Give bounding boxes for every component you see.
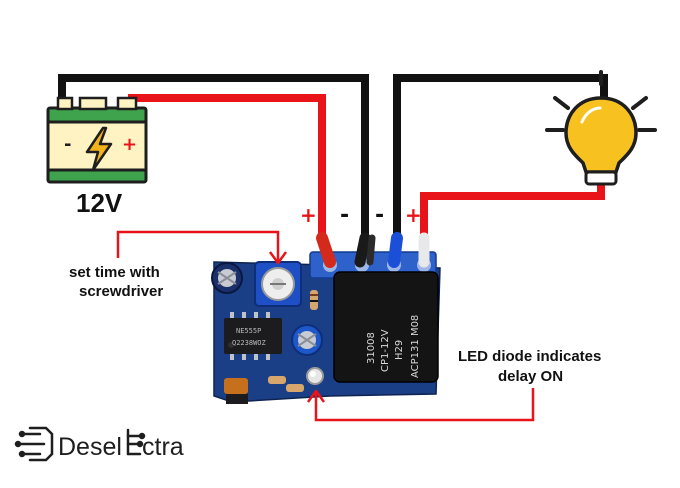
battery-voltage-label: 12V [76,188,123,218]
light-bulb [545,70,657,186]
relay-text-3: H29 [394,340,405,360]
capacitor-top [211,262,243,294]
bulb-negative-wire [393,74,608,238]
led-pointer [306,388,535,422]
relay-text-4: ACP131 M08 [410,315,421,378]
battery-negative-wire [58,74,369,238]
logo-text-end: ctra [142,433,184,461]
trimmer-potentiometer [254,261,302,307]
timer-relay-module: NE555P Q2238WOZ 31008 CP1-12V H29 A [211,232,441,404]
battery: - + [46,96,148,184]
ic-label-1: NE555P [236,327,261,335]
battery-plus-sign: + [122,134,137,155]
logo-e-circuit-glyph [126,428,146,456]
screwdriver-annotation-line1: set time with [69,264,160,281]
module-wires [316,232,430,268]
ic-chip: NE555P Q2238WOZ [224,312,282,360]
relay-text-1: 31008 [366,332,377,364]
terminal-plus-2: + [405,203,422,227]
light-rays [545,70,657,132]
transistor [224,378,248,404]
screwdriver-pointer [116,230,288,265]
ic-label-2: Q2238WOZ [232,339,266,347]
bulb-positive-wire [420,180,605,238]
relay-text-2: CP1-12V [380,329,391,372]
battery-positive-wire [128,94,326,238]
circuit-chip-icon [14,426,54,462]
led-annotation-line1: LED diode indicates [458,348,601,365]
terminal-minus-1: - [340,203,349,228]
lightning-bolt-icon [85,126,113,172]
led-indicator [306,367,324,385]
terminal-minus-2: - [375,203,384,228]
capacitor-middle [291,324,323,356]
bulb-base [584,170,618,186]
logo-text-start: Desel [58,433,122,461]
battery-minus-sign: - [64,134,71,155]
relay: 31008 CP1-12V H29 ACP131 M08 [333,271,439,383]
terminal-plus-1: + [300,203,317,227]
deselectra-logo: Desel ctra [14,426,184,462]
resistors [268,290,318,392]
screwdriver-annotation-line2: screwdriver [79,283,163,300]
led-annotation-line2: delay ON [498,368,563,385]
